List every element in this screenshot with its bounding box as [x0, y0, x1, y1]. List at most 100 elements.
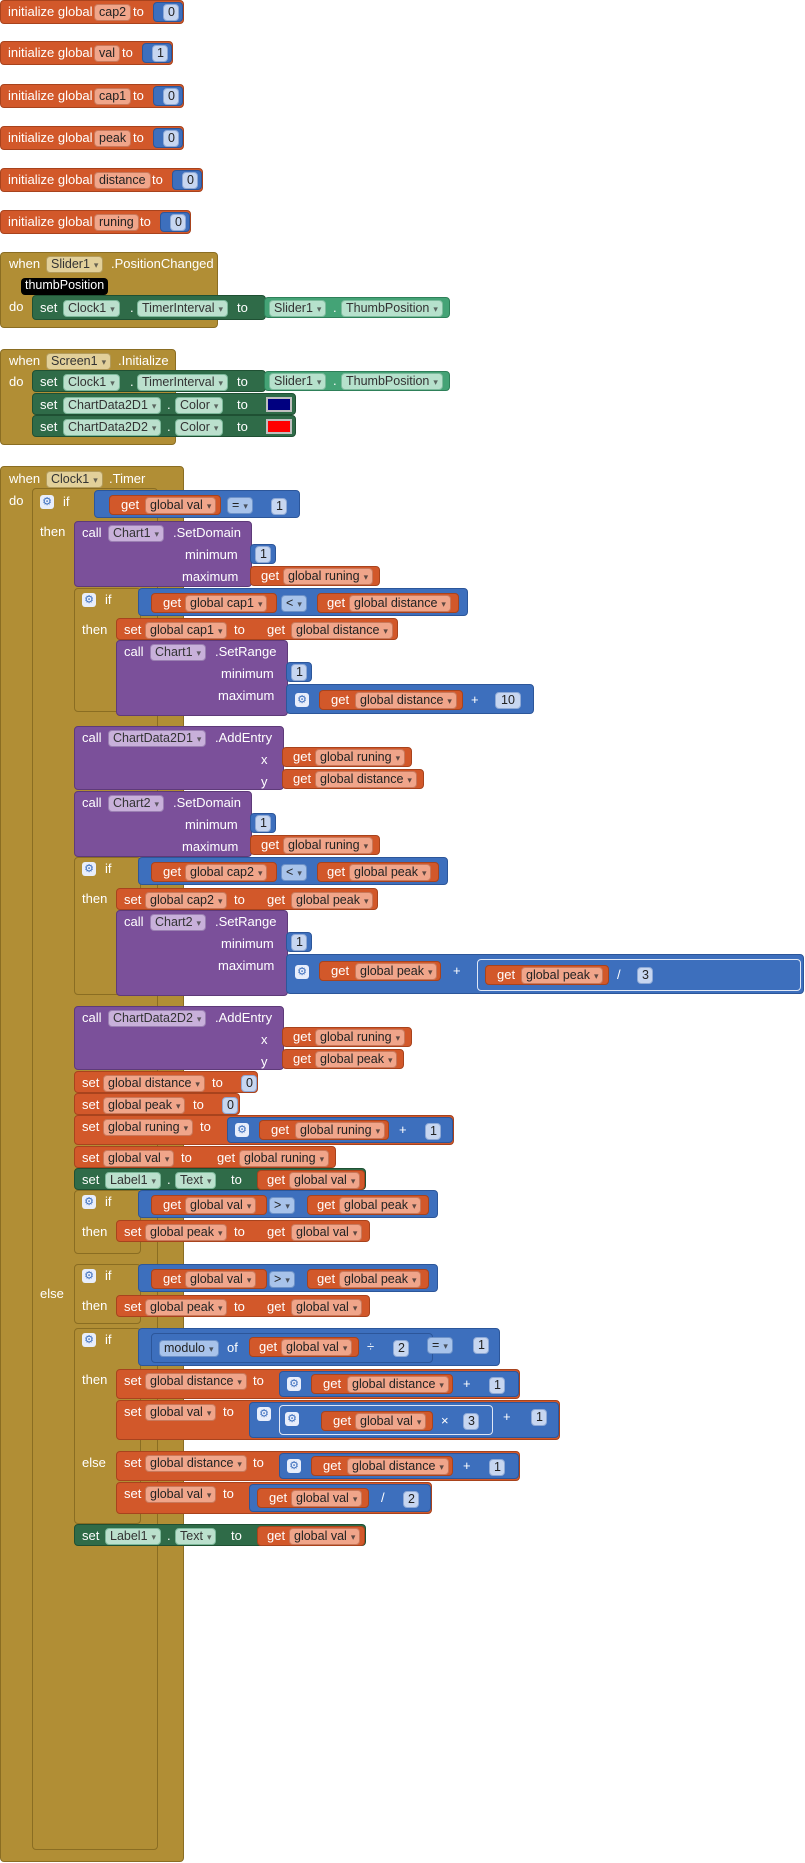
number-block[interactable]: 1	[250, 813, 276, 833]
component-dropdown-chart2[interactable]: Chart2	[108, 795, 165, 812]
number-value[interactable]: 0	[170, 214, 186, 231]
compare-val-eq-1[interactable]: get global val = 1	[94, 490, 300, 518]
var-dropdown-global-val[interactable]: global val	[289, 1528, 361, 1545]
var-dropdown-global-val[interactable]: global val	[103, 1150, 175, 1167]
set-global-peak-0[interactable]: set global peak to 0	[74, 1093, 240, 1115]
var-dropdown-global-distance[interactable]: global distance	[291, 622, 393, 639]
var-name-distance[interactable]: distance	[94, 172, 151, 189]
op-dropdown-lt[interactable]: <	[281, 864, 307, 881]
var-dropdown-global-val[interactable]: global val	[281, 1339, 353, 1356]
number-value[interactable]: 1	[255, 546, 271, 563]
number-value[interactable]: 2	[393, 1340, 409, 1357]
number-value[interactable]: 0	[163, 88, 179, 105]
get-global-runing[interactable]: get global runing	[250, 566, 380, 586]
component-dropdown-chartdata2d2[interactable]: ChartData2D2	[63, 419, 162, 436]
call-chart2-setrange[interactable]: call Chart2 .SetRange minimum maximum	[116, 910, 288, 996]
call-chart2-setdomain[interactable]: call Chart2 .SetDomain minimum maximum	[74, 791, 252, 857]
number-value[interactable]: 0	[182, 172, 198, 189]
number-value[interactable]: 3	[463, 1413, 479, 1430]
gear-icon[interactable]: ⚙	[285, 1412, 299, 1426]
var-name-runing[interactable]: runing	[94, 214, 139, 231]
set-global-distance-incr-1[interactable]: set global distance to ⚙ get global dist…	[116, 1369, 520, 1399]
gear-icon[interactable]: ⚙	[82, 1195, 96, 1209]
gear-icon[interactable]: ⚙	[287, 1459, 301, 1473]
set-global-runing-incr[interactable]: set global runing to ⚙ get global runing…	[74, 1115, 454, 1145]
set-global-distance-incr-2[interactable]: set global distance to ⚙ get global dist…	[116, 1451, 520, 1481]
number-value[interactable]: 3	[637, 967, 653, 984]
gear-icon[interactable]: ⚙	[287, 1377, 301, 1391]
get-slider1-thumbposition[interactable]: Slider1 . ThumbPosition	[264, 297, 450, 318]
component-dropdown-label1[interactable]: Label1	[105, 1528, 162, 1545]
event-slider1-positionchanged[interactable]: when Slider1 .PositionChanged thumbPosit…	[0, 252, 218, 328]
component-dropdown-slider1[interactable]: Slider1	[269, 300, 327, 317]
property-dropdown-thumbposition[interactable]: ThumbPosition	[341, 300, 443, 317]
var-dropdown-global-peak[interactable]: global peak	[355, 963, 438, 980]
gear-icon[interactable]: ⚙	[235, 1123, 249, 1137]
number-value[interactable]: 1	[291, 664, 307, 681]
gear-icon[interactable]: ⚙	[82, 862, 96, 876]
var-name-cap2[interactable]: cap2	[94, 4, 132, 21]
get-global-runing[interactable]: get global runing	[282, 1027, 412, 1047]
var-dropdown-global-peak[interactable]: global peak	[521, 967, 604, 984]
var-dropdown-global-distance[interactable]: global distance	[355, 692, 457, 709]
var-dropdown-global-peak[interactable]: global peak	[315, 1051, 398, 1068]
if-block-val-gt-peak-1[interactable]: ⚙ if then	[74, 1190, 141, 1254]
init-distance-block[interactable]: initialize global distance to 0	[0, 168, 203, 192]
add-distance-plus-10[interactable]: ⚙ get global distance + 10	[286, 684, 534, 714]
number-value[interactable]: 1	[425, 1123, 441, 1140]
component-dropdown-label1[interactable]: Label1	[105, 1172, 162, 1189]
set-global-peak-val-2[interactable]: set global peak to get global val	[116, 1295, 370, 1317]
var-dropdown-global-val[interactable]: global val	[145, 497, 217, 514]
init-val-block[interactable]: initialize global val to 1	[0, 41, 173, 65]
var-dropdown-global-val[interactable]: global val	[185, 1271, 257, 1288]
param-thumbposition[interactable]: thumbPosition	[21, 278, 109, 295]
gear-icon[interactable]: ⚙	[295, 965, 309, 979]
component-dropdown-chartdata2d2[interactable]: ChartData2D2	[108, 1010, 207, 1027]
number-value[interactable]: 0	[241, 1075, 257, 1092]
var-dropdown-global-val[interactable]: global val	[291, 1490, 363, 1507]
var-dropdown-global-peak[interactable]: global peak	[145, 1224, 228, 1241]
var-dropdown-global-runing[interactable]: global runing	[283, 568, 374, 585]
var-dropdown-global-peak[interactable]: global peak	[349, 864, 432, 881]
property-dropdown-color[interactable]: Color	[175, 397, 224, 414]
set-global-distance-0[interactable]: set global distance to 0	[74, 1071, 258, 1093]
var-dropdown-global-peak[interactable]: global peak	[339, 1197, 422, 1214]
component-dropdown-chart1[interactable]: Chart1	[150, 644, 207, 661]
var-dropdown-global-distance[interactable]: global distance	[103, 1075, 205, 1092]
compare-modulo-eq-1[interactable]: modulo of get global val ÷ 2 = 1	[138, 1328, 500, 1366]
gear-icon[interactable]: ⚙	[82, 1269, 96, 1283]
number-value[interactable]: 2	[403, 1491, 419, 1508]
number-block[interactable]: 1	[286, 662, 312, 682]
component-dropdown-chartdata2d1[interactable]: ChartData2D1	[63, 397, 162, 414]
number-value[interactable]: 1	[531, 1409, 547, 1426]
call-chartdata2d2-addentry[interactable]: call ChartData2D2 .AddEntry x y	[74, 1006, 284, 1070]
var-dropdown-global-distance[interactable]: global distance	[349, 595, 451, 612]
init-runing-block[interactable]: initialize global runing to 0	[0, 210, 191, 234]
op-dropdown-gt[interactable]: >	[269, 1271, 295, 1288]
var-dropdown-global-runing[interactable]: global runing	[103, 1119, 194, 1136]
gear-icon[interactable]: ⚙	[257, 1407, 271, 1421]
gear-icon[interactable]: ⚙	[40, 495, 54, 509]
set-global-val-3x-plus-1[interactable]: set global val to ⚙ ⚙ get global val × 3…	[116, 1400, 560, 1440]
number-value[interactable]: 1	[291, 934, 307, 951]
var-dropdown-global-runing[interactable]: global runing	[315, 749, 406, 766]
gear-icon[interactable]: ⚙	[82, 1333, 96, 1347]
color-swatch-navy[interactable]	[266, 397, 292, 412]
number-value[interactable]: 1	[489, 1459, 505, 1476]
op-dropdown-eq[interactable]: =	[227, 497, 253, 514]
number-value[interactable]: 1	[271, 498, 287, 515]
var-dropdown-global-cap1[interactable]: global cap1	[145, 622, 228, 639]
property-dropdown-timerinterval[interactable]: TimerInterval	[137, 300, 228, 317]
op-dropdown-gt[interactable]: >	[269, 1197, 295, 1214]
component-dropdown-clock1[interactable]: Clock1	[63, 300, 120, 317]
var-dropdown-global-peak[interactable]: global peak	[145, 1299, 228, 1316]
init-peak-block[interactable]: initialize global peak to 0	[0, 126, 184, 150]
init-cap2-block[interactable]: initialize global cap2 to 0	[0, 0, 184, 24]
compare-val-gt-peak-2[interactable]: get global val > get global peak	[138, 1264, 438, 1292]
gear-icon[interactable]: ⚙	[82, 593, 96, 607]
set-global-cap1[interactable]: set global cap1 to get global distance	[116, 618, 398, 640]
number-value[interactable]: 1	[473, 1337, 489, 1354]
property-dropdown-timerinterval[interactable]: TimerInterval	[137, 374, 228, 391]
call-chartdata2d1-addentry[interactable]: call ChartData2D1 .AddEntry x y	[74, 726, 284, 790]
set-label1-text-1[interactable]: set Label1 . Text to get global val	[74, 1168, 366, 1190]
